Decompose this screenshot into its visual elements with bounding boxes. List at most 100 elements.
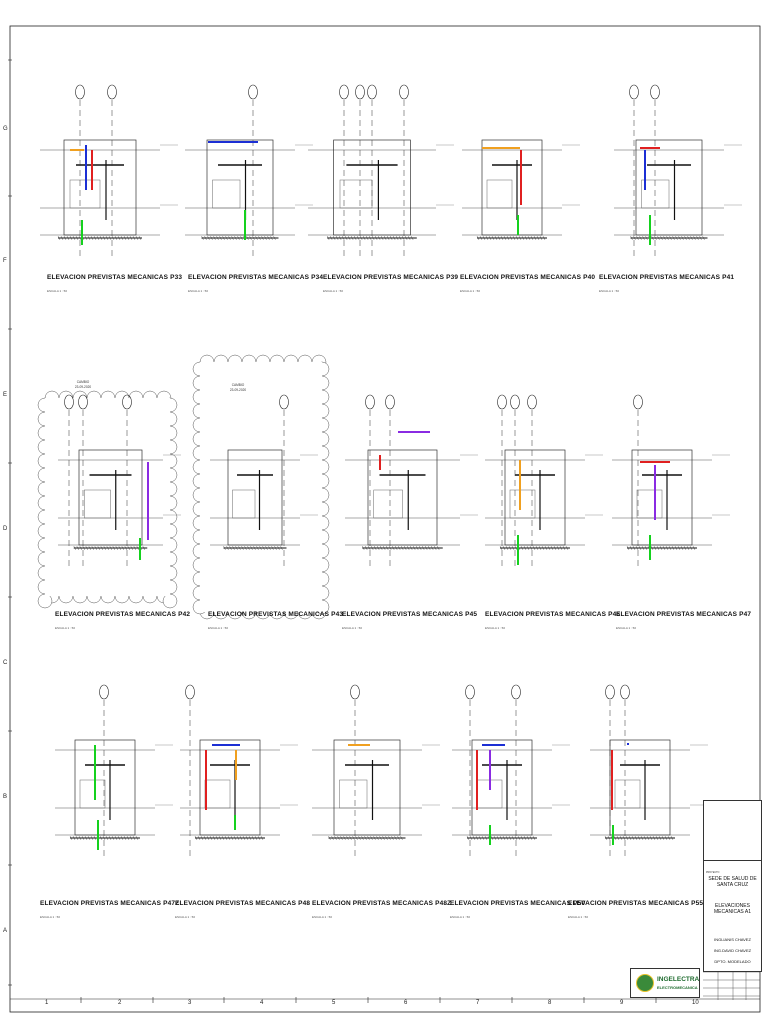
grid-bubble xyxy=(510,394,520,410)
column-number: 7 xyxy=(476,1000,480,1006)
elevation-title: ELEVACION PREVISTAS MECANICAS P47Z xyxy=(40,900,180,907)
fixture xyxy=(636,489,663,519)
grid-bubble xyxy=(399,84,409,100)
elevation-title: ELEVACION PREVISTAS MECANICAS P40 xyxy=(460,274,596,281)
elevation-6 xyxy=(58,394,181,570)
grid-bubble xyxy=(350,684,360,700)
elevation-2 xyxy=(185,84,313,260)
wall-outline xyxy=(199,739,261,836)
grid-bubble xyxy=(64,394,74,410)
fixture xyxy=(339,179,373,209)
elevation-10 xyxy=(612,394,730,570)
elevation-12 xyxy=(180,684,298,860)
elevation-title: ELEVACION PREVISTAS MECANICAS P55 xyxy=(568,900,704,907)
elevation-9 xyxy=(485,394,603,570)
elevation-title: ELEVACION PREVISTAS MECANICAS P50 xyxy=(450,900,586,907)
grid-bubble xyxy=(629,84,639,100)
column-number: 10 xyxy=(692,1000,699,1006)
cloud-fill xyxy=(45,398,170,596)
elevation-scale: ESCALA 1 : 50 xyxy=(47,289,68,293)
column-number: 6 xyxy=(404,1000,408,1006)
fixture xyxy=(212,179,241,209)
elevation-15 xyxy=(590,684,708,860)
grid-bubble xyxy=(620,684,630,700)
sheet-frame xyxy=(8,25,761,1013)
elevation-scale: ESCALA 1 : 50 xyxy=(40,915,61,919)
elevation-3 xyxy=(308,84,454,260)
elevation-1 xyxy=(40,84,178,260)
row-letter: F xyxy=(3,258,7,264)
elevation-11 xyxy=(55,684,173,860)
company-logo: INGELECTRA ELECTROMECANICA xyxy=(630,968,700,998)
grid-bubble xyxy=(75,84,85,100)
project-name: SEDE DE SALUD DE SANTA CRUZ xyxy=(708,876,757,888)
row-letter: C xyxy=(3,660,8,666)
row-letter: G xyxy=(3,126,8,132)
designer-name: INGLIANIS CHAVEZ xyxy=(714,937,751,942)
row-letter: A xyxy=(3,928,8,934)
reviewer-name: ING.DAVID CHAVEZ xyxy=(713,948,752,953)
fixture xyxy=(339,779,368,809)
revision-cloud-2 xyxy=(192,354,330,620)
wall-outline xyxy=(367,449,438,546)
elevation-scale: ESCALA 1 : 50 xyxy=(616,626,637,630)
row-letter: D xyxy=(3,526,8,532)
elevation-8 xyxy=(345,394,478,570)
grid-bubble xyxy=(279,394,289,410)
elevation-title: ELEVACION PREVISTAS MECANICAS P42 xyxy=(55,611,191,618)
elevation-title: ELEVACION PREVISTAS MECANICAS P48 xyxy=(175,900,311,907)
elevation-scale: ESCALA 1 : 50 xyxy=(450,915,471,919)
elevation-scale: ESCALA 1 : 50 xyxy=(208,626,229,630)
cloud-arc xyxy=(37,593,53,609)
grid-bubble xyxy=(99,684,109,700)
cloud-note-label: CAMBIO xyxy=(231,383,245,387)
grid-bubble xyxy=(367,84,377,100)
grid-bubble xyxy=(365,394,375,410)
fixture xyxy=(373,489,403,519)
grid-bubble xyxy=(527,394,537,410)
elevation-title: ELEVACION PREVISTAS MECANICAS P34 xyxy=(188,274,324,281)
fixture xyxy=(79,779,106,809)
grid-bubble xyxy=(385,394,395,410)
grid-bubble xyxy=(78,394,88,410)
grid-bubble xyxy=(185,684,195,700)
wall-outline xyxy=(74,739,136,836)
row-letter: B xyxy=(3,794,8,800)
fixture xyxy=(614,779,641,809)
grid-bubble xyxy=(107,84,117,100)
department-name: DPTO. MODELADO xyxy=(714,959,751,964)
elevation-title: ELEVACION PREVISTAS MECANICAS P46 xyxy=(485,611,621,618)
column-number: 1 xyxy=(45,1000,49,1006)
fixture xyxy=(486,179,513,209)
grid-bubble xyxy=(122,394,132,410)
cloud-fill xyxy=(200,362,322,612)
cloud-arc xyxy=(162,593,178,609)
elevation-title: ELEVACION PREVISTAS MECANICAS P33 xyxy=(47,274,183,281)
column-number: 9 xyxy=(620,1000,624,1006)
elevation-scale: ESCALA 1 : 50 xyxy=(55,626,76,630)
elevation-7 xyxy=(210,394,318,570)
fixture xyxy=(509,489,536,519)
elevation-title: ELEVACION PREVISTAS MECANICAS P48Z xyxy=(312,900,452,907)
column-number: 4 xyxy=(260,1000,264,1006)
wall-outline xyxy=(333,739,401,836)
grid-bubble xyxy=(339,84,349,100)
fixture xyxy=(204,779,231,809)
elevation-13 xyxy=(312,684,440,860)
elevation-title: ELEVACION PREVISTAS MECANICAS P39 xyxy=(323,274,459,281)
fixture xyxy=(84,489,111,519)
elevation-scale: ESCALA 1 : 50 xyxy=(175,915,196,919)
revision-table xyxy=(703,800,762,862)
elevation-scale: ESCALA 1 : 50 xyxy=(312,915,333,919)
elevation-scale: ESCALA 1 : 50 xyxy=(599,289,620,293)
wall-outline xyxy=(481,139,543,236)
grid-bubble xyxy=(248,84,258,100)
elevation-scale: ESCALA 1 : 50 xyxy=(568,915,589,919)
column-number: 5 xyxy=(332,1000,336,1006)
title-block: PROYECTO SEDE DE SALUD DE SANTA CRUZ ELE… xyxy=(703,860,762,972)
wall-outline xyxy=(227,449,283,546)
grid-bubble xyxy=(633,394,643,410)
elevation-4 xyxy=(462,139,580,241)
wall-outline xyxy=(609,739,671,836)
